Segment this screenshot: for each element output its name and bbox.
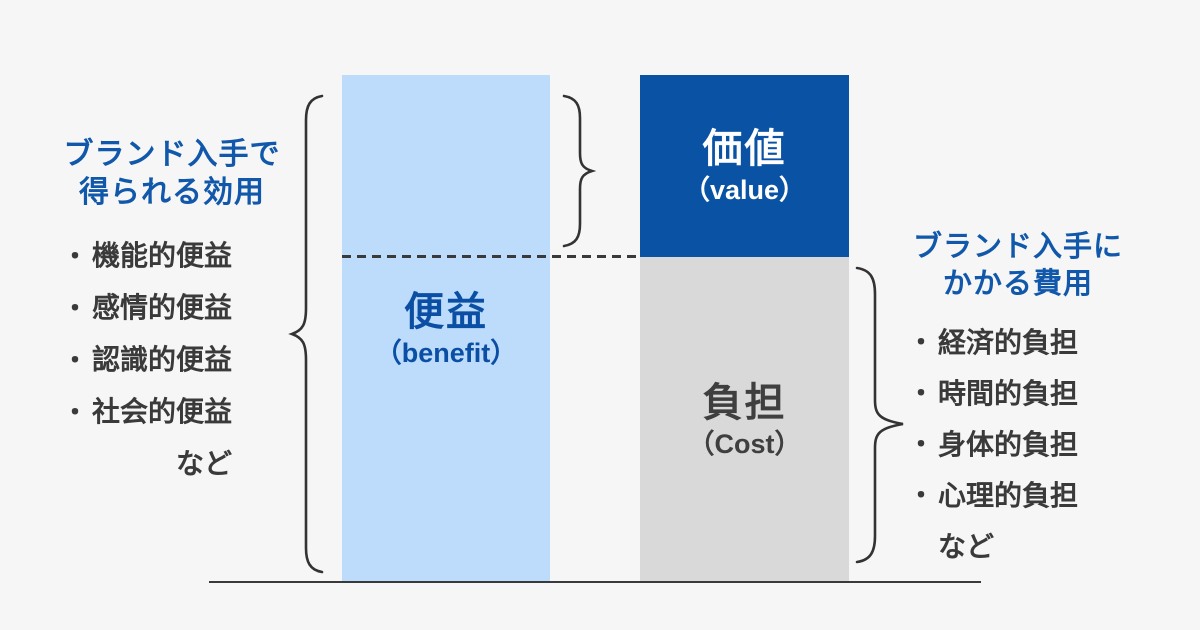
list-item-label: 社会的便益 [92,396,233,427]
etc-label: など [938,530,995,562]
bullet-icon: ・ [908,378,935,408]
left-heading-line-2: 得られる効用 [79,176,265,209]
list-item: ・ 身体的負担 [908,417,1108,468]
list-item-label: 機能的便益 [92,240,233,271]
cost-bar-sublabel: （Cost） [687,428,802,459]
value-curly-brace [562,94,596,248]
left-heading-line-1: ブランド入手で [63,138,281,171]
bullet-icon: ・ [908,327,935,357]
list-item-label: 心理的負担 [938,479,1079,511]
etc-label: など [175,448,232,479]
right-cost-list: ・ 経済的負担 ・ 時間的負担 ・ 身体的負担 ・ 心理的負担 など [908,315,1108,570]
list-item-label: 時間的負担 [938,377,1079,409]
value-bar-sublabel: （value） [682,174,807,205]
left-annotation-heading: ブランド入手で 得られる効用 [38,136,306,212]
benefit-bar: 便益 （benefit） [342,75,550,583]
benefit-bar-sublabel: （benefit） [374,337,518,368]
bullet-icon: ・ [62,344,89,375]
value-bar-label: 価値 [702,126,787,171]
bullet-icon: ・ [62,292,89,323]
bullet-icon: ・ [908,429,935,459]
bullet-icon: ・ [908,480,935,510]
right-annotation-heading: ブランド入手に かかる費用 [892,229,1144,303]
list-item: ・ 社会的便益 [62,384,236,436]
list-item-label: 感情的便益 [92,292,233,323]
list-item-label: 身体的負担 [938,428,1079,460]
list-item: ・ 経済的負担 [908,315,1108,366]
bullet-icon: ・ [62,396,89,427]
list-item: ・ 認識的便益 [62,332,236,384]
value-bar: 価値 （value） [640,75,849,257]
list-item-etc: など [908,519,1108,570]
benefit-bar-label: 便益 [404,289,488,334]
cost-bar: 負担 （Cost） [640,257,849,583]
list-item-label: 経済的負担 [938,326,1079,358]
list-item: ・ 心理的負担 [908,468,1108,519]
list-item: ・ 感情的便益 [62,280,236,332]
benefit-curly-brace [288,94,324,574]
value-split-dashed-line [342,255,640,258]
left-benefit-list: ・ 機能的便益 ・ 感情的便益 ・ 認識的便益 ・ 社会的便益 など [62,228,236,488]
cost-curly-brace [855,266,904,564]
right-heading-line-1: ブランド入手に [912,231,1123,263]
list-item: ・ 時間的負担 [908,366,1108,417]
bullet-icon: ・ [62,240,89,271]
baseline [209,581,981,583]
list-item-etc: など [62,436,236,488]
list-item: ・ 機能的便益 [62,228,236,280]
cost-bar-label: 負担 [702,380,787,425]
right-heading-line-2: かかる費用 [942,268,1093,300]
list-item-label: 認識的便益 [92,344,233,375]
